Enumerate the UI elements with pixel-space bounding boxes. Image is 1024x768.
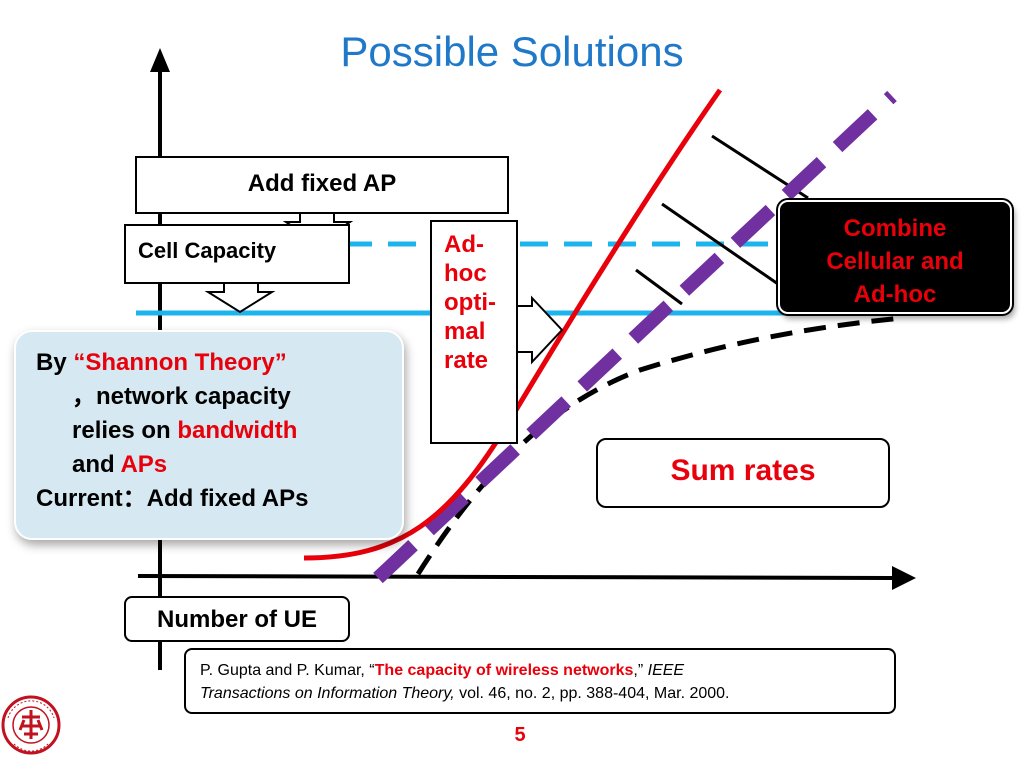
shannon-line-3: relies on bandwidth xyxy=(36,414,402,448)
peking-university-logo-icon xyxy=(1,695,61,755)
adhoc-optimal-rate-box: Ad- hoc opti- mal rate xyxy=(430,220,518,444)
relies-on-text: relies on xyxy=(72,417,178,444)
combine-label-line: Ad-hoc xyxy=(853,281,937,308)
adhoc-label-line: rate xyxy=(444,347,489,374)
bandwidth-text: bandwidth xyxy=(177,417,298,444)
quote-close: ” xyxy=(274,349,287,376)
slide-title: Possible Solutions xyxy=(340,28,684,75)
reference-after-title: ,” xyxy=(633,662,648,679)
add-fixed-ap-label: Add fixed AP xyxy=(247,170,397,197)
reference-line-1: P. Gupta and P. Kumar, “The capacity of … xyxy=(200,659,894,682)
cell-capacity-pointer xyxy=(204,281,276,314)
number-of-ue-label-box: Number of UE xyxy=(124,596,350,642)
reference-journal-part2: Transactions on Information Theory, xyxy=(200,685,455,702)
x-axis-arrowhead xyxy=(892,566,916,590)
cell-capacity-label: Cell Capacity xyxy=(138,238,277,263)
adhoc-label-line: Ad- xyxy=(444,231,484,258)
shannon-line-4: and APs xyxy=(36,448,402,482)
x-axis xyxy=(137,574,899,580)
combine-label-line: Combine xyxy=(843,215,947,242)
sum-rates-label: Sum rates xyxy=(670,454,816,487)
reference-details: vol. 46, no. 2, pp. 388-404, Mar. 2000. xyxy=(454,685,730,702)
aps-text: APs xyxy=(120,451,168,478)
combine-cellular-adhoc-box: Combine Cellular and Ad-hoc xyxy=(778,200,1012,314)
by-text: By xyxy=(36,349,67,376)
reference-line-2: Transactions on Information Theory, vol.… xyxy=(200,682,894,705)
hatch-line xyxy=(661,202,779,286)
reference-box: P. Gupta and P. Kumar, “The capacity of … xyxy=(184,648,896,714)
quote-open: “ xyxy=(73,349,86,376)
shannon-line-1: By “Shannon Theory” xyxy=(36,346,402,380)
adhoc-label-line: opti- xyxy=(444,289,496,316)
combine-label-line: Cellular and xyxy=(826,248,964,275)
adhoc-label-line: hoc xyxy=(444,260,487,287)
reference-paper-title: The capacity of wireless networks xyxy=(374,662,634,679)
reference-journal-part1: IEEE xyxy=(647,662,685,679)
y-axis-arrowhead xyxy=(150,48,170,72)
combined-purple-line xyxy=(373,90,897,584)
and-text: and xyxy=(72,451,121,478)
sum-rates-box: Sum rates xyxy=(596,438,890,508)
page-number: 5 xyxy=(514,724,526,746)
number-of-ue-label: Number of UE xyxy=(156,606,317,633)
add-fixed-ap-callout: Add fixed AP xyxy=(135,156,509,214)
shannon-theory-text: Shannon Theory xyxy=(85,349,275,376)
shannon-line-2: ，network capacity xyxy=(72,383,291,410)
reference-authors: P. Gupta and P. Kumar, “ xyxy=(200,662,375,679)
current-line: Current：Add fixed APs xyxy=(36,485,309,512)
adhoc-block-arrow xyxy=(515,295,564,365)
hatch-line xyxy=(635,268,683,306)
adhoc-label-line: mal xyxy=(444,318,486,345)
shannon-theory-box: By “Shannon Theory” ，network capacity re… xyxy=(14,330,404,540)
cell-capacity-callout: Cell Capacity xyxy=(124,224,350,284)
